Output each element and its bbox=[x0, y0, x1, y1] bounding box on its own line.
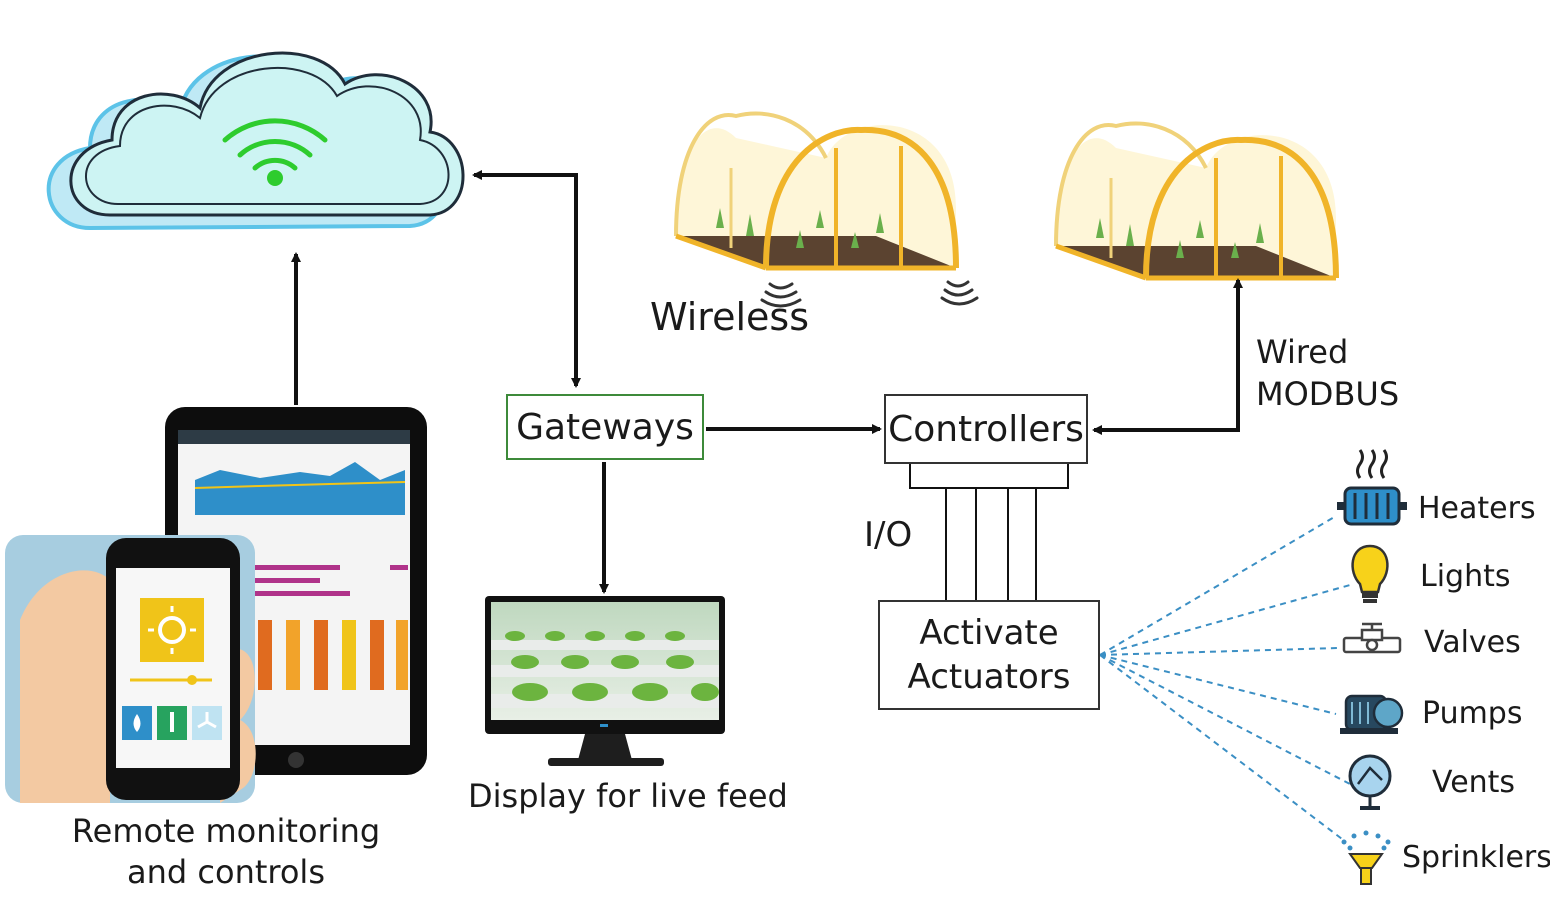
gateways-label: Gateways bbox=[516, 406, 694, 448]
greenhouse-icon bbox=[1054, 121, 1339, 281]
vent-icon bbox=[1348, 754, 1392, 810]
remote-label-line2: and controls bbox=[127, 853, 325, 891]
connectors bbox=[291, 170, 1243, 594]
display-label: Display for live feed bbox=[468, 777, 788, 815]
io-label: I/O bbox=[864, 515, 913, 555]
controllers-label: Controllers bbox=[888, 408, 1084, 450]
device-label-sprinklers: Sprinklers bbox=[1402, 840, 1550, 875]
cloud-icon bbox=[46, 51, 465, 231]
remote-label-line1: Remote monitoring bbox=[71, 812, 381, 850]
wired-label: Wired bbox=[1256, 333, 1349, 371]
bulb-icon bbox=[1351, 544, 1389, 603]
greenhouse-icon bbox=[674, 111, 959, 271]
controllers-box: Controllers bbox=[884, 394, 1088, 464]
actuators-box: Activate Actuators bbox=[878, 600, 1100, 710]
device-label-vents: Vents bbox=[1432, 765, 1516, 800]
modbus-label: MODBUS bbox=[1256, 375, 1400, 413]
device-label-pumps: Pumps bbox=[1422, 696, 1523, 731]
phone-icon bbox=[5, 535, 256, 803]
device-label-valves: Valves bbox=[1424, 625, 1521, 660]
device-label-lights: Lights bbox=[1420, 559, 1511, 594]
device-label-heaters: Heaters bbox=[1418, 491, 1536, 526]
valve-icon bbox=[1342, 622, 1402, 654]
wireless-label: Wireless bbox=[650, 295, 809, 339]
io-bus bbox=[909, 464, 1069, 600]
actuators-label-line2: Actuators bbox=[907, 657, 1071, 697]
heater-icon bbox=[1337, 449, 1407, 526]
monitor-icon bbox=[485, 596, 725, 766]
gateways-box: Gateways bbox=[506, 394, 704, 460]
pump-icon bbox=[1340, 694, 1404, 734]
actuator-links bbox=[1099, 515, 1351, 843]
wireless-signal-icon bbox=[760, 280, 979, 308]
wifi-icon bbox=[222, 118, 328, 186]
actuators-label-line1: Activate bbox=[919, 612, 1059, 653]
sprinkler-icon bbox=[1341, 830, 1391, 885]
